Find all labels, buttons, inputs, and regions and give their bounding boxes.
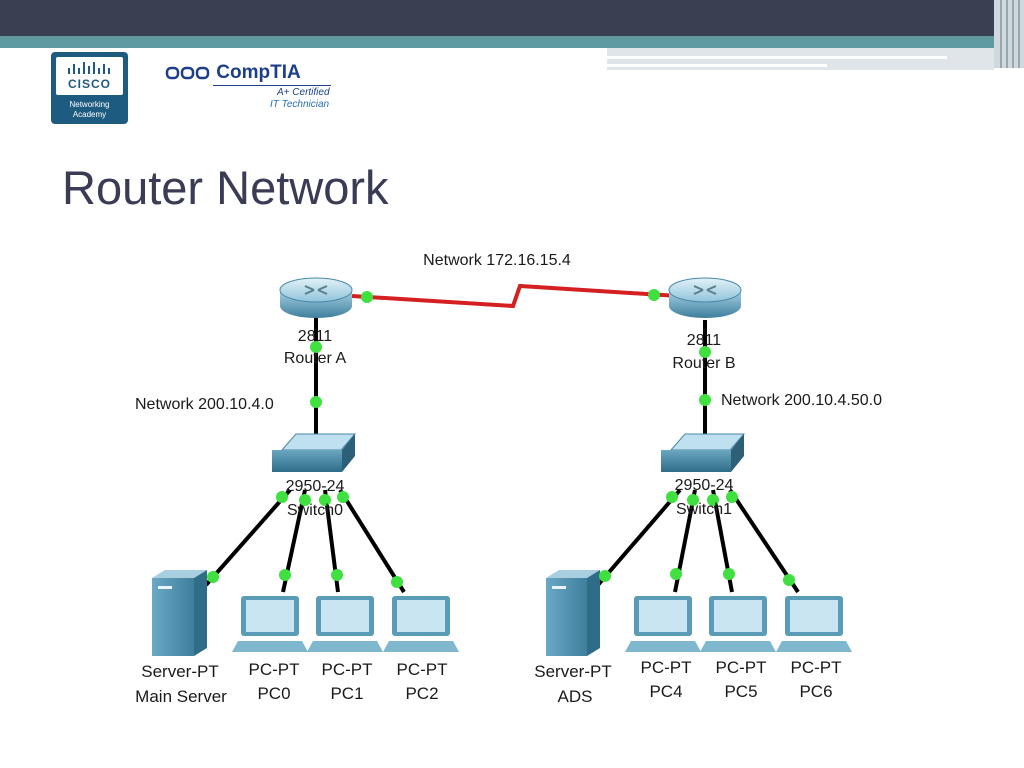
lan-label-right: Network 200.10.4.50.0	[721, 392, 882, 409]
router-a-model: 2811	[298, 328, 333, 345]
serial-link	[351, 283, 679, 309]
host-type: PC-PT	[249, 660, 300, 679]
header-bar	[0, 0, 1024, 36]
switch0-icon	[272, 433, 357, 472]
pc1-icon	[307, 596, 383, 652]
cert-role: IT Technician	[270, 99, 330, 110]
host-type: PC-PT	[791, 658, 842, 677]
pc6-icon	[776, 596, 852, 652]
host-type: Server-PT	[141, 662, 218, 681]
host-type: PC-PT	[322, 660, 373, 679]
comptia-logo: CompTIA	[165, 62, 301, 84]
host-name: PC6	[799, 682, 832, 701]
pc5-icon	[700, 596, 776, 652]
host-type: PC-PT	[397, 660, 448, 679]
host-name: PC4	[649, 682, 682, 701]
router-b-model: 2811	[687, 332, 722, 349]
decor-line	[607, 64, 827, 67]
router-a-icon	[279, 277, 353, 318]
wan-network-label: Network 172.16.15.4	[423, 252, 571, 269]
host-name: ADS	[558, 687, 593, 706]
decor-line	[607, 56, 947, 59]
router-a-name: Router A	[284, 350, 347, 367]
cisco-wordmark: CISCO	[67, 77, 111, 91]
pc2-icon	[383, 596, 459, 652]
host-name: PC1	[330, 684, 363, 703]
slide-title: Router Network	[62, 161, 389, 214]
host-name: Main Server	[135, 687, 227, 706]
host-name: PC0	[257, 684, 290, 703]
pc0-icon	[232, 596, 308, 652]
server-ads-icon	[546, 570, 600, 656]
host-type: Server-PT	[534, 662, 611, 681]
router-b-name: Router B	[672, 355, 735, 372]
switch1-icon	[661, 433, 746, 472]
corner-accent	[994, 0, 1024, 68]
host-type: PC-PT	[716, 658, 767, 677]
port-status-dots	[207, 289, 795, 588]
comptia-name: CompTIA	[216, 62, 301, 83]
server-main-icon	[152, 570, 207, 656]
cert-label: A+ Certified	[277, 87, 330, 98]
comptia-logo-icon	[165, 66, 210, 80]
cisco-sub-line2: Academy	[72, 110, 107, 119]
switch0-model: 2950-24	[286, 478, 345, 495]
host-name: PC5	[724, 682, 757, 701]
lan-label-left: Network 200.10.4.0	[135, 396, 274, 413]
router-b-icon	[668, 277, 742, 318]
host-type: PC-PT	[641, 658, 692, 677]
cert-divider	[213, 85, 331, 86]
cisco-networking-academy-logo: CISCO Networking Academy	[51, 52, 128, 124]
accent-band	[0, 36, 1024, 48]
host-name: PC2	[405, 684, 438, 703]
cisco-sub-line1: Networking	[69, 100, 110, 109]
switch1-name: Switch1	[676, 501, 732, 518]
switch1-model: 2950-24	[675, 477, 734, 494]
pc4-icon	[625, 596, 701, 652]
switch0-name: Switch0	[287, 502, 343, 519]
cisco-bridge-icon	[68, 62, 110, 74]
